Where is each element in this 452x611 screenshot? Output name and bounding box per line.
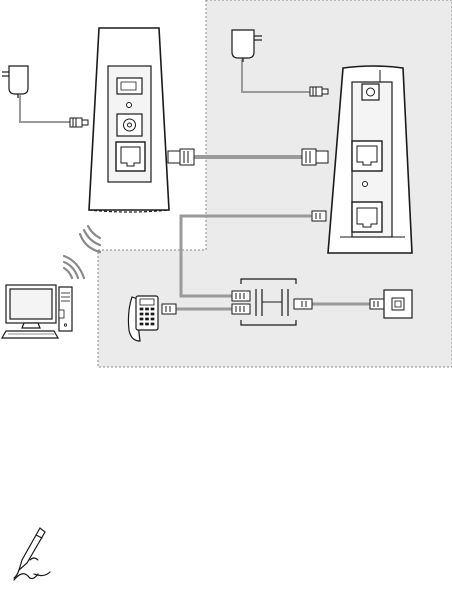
computer-icon bbox=[2, 285, 72, 338]
router-back-icon bbox=[89, 28, 169, 212]
phone-plug-icon bbox=[162, 304, 176, 314]
power-adapter-icon bbox=[2, 66, 28, 98]
phone-plug-icon bbox=[232, 304, 250, 314]
phone-plug-icon bbox=[312, 211, 326, 221]
phone-plug-icon bbox=[294, 299, 312, 309]
router-back-icon bbox=[328, 66, 412, 253]
phone-plug-icon bbox=[370, 299, 384, 309]
power-plug-icon bbox=[70, 118, 88, 127]
phone-plug-icon bbox=[232, 291, 250, 301]
wifi-signal-icon bbox=[80, 226, 100, 252]
ethernet-plug-icon bbox=[302, 149, 328, 165]
ethernet-plug-icon bbox=[168, 149, 194, 165]
wifi-signal-icon bbox=[64, 256, 84, 278]
note-pen-icon bbox=[14, 528, 50, 580]
wall-phone-jack-icon bbox=[384, 290, 412, 318]
power-cable-left bbox=[20, 96, 70, 122]
